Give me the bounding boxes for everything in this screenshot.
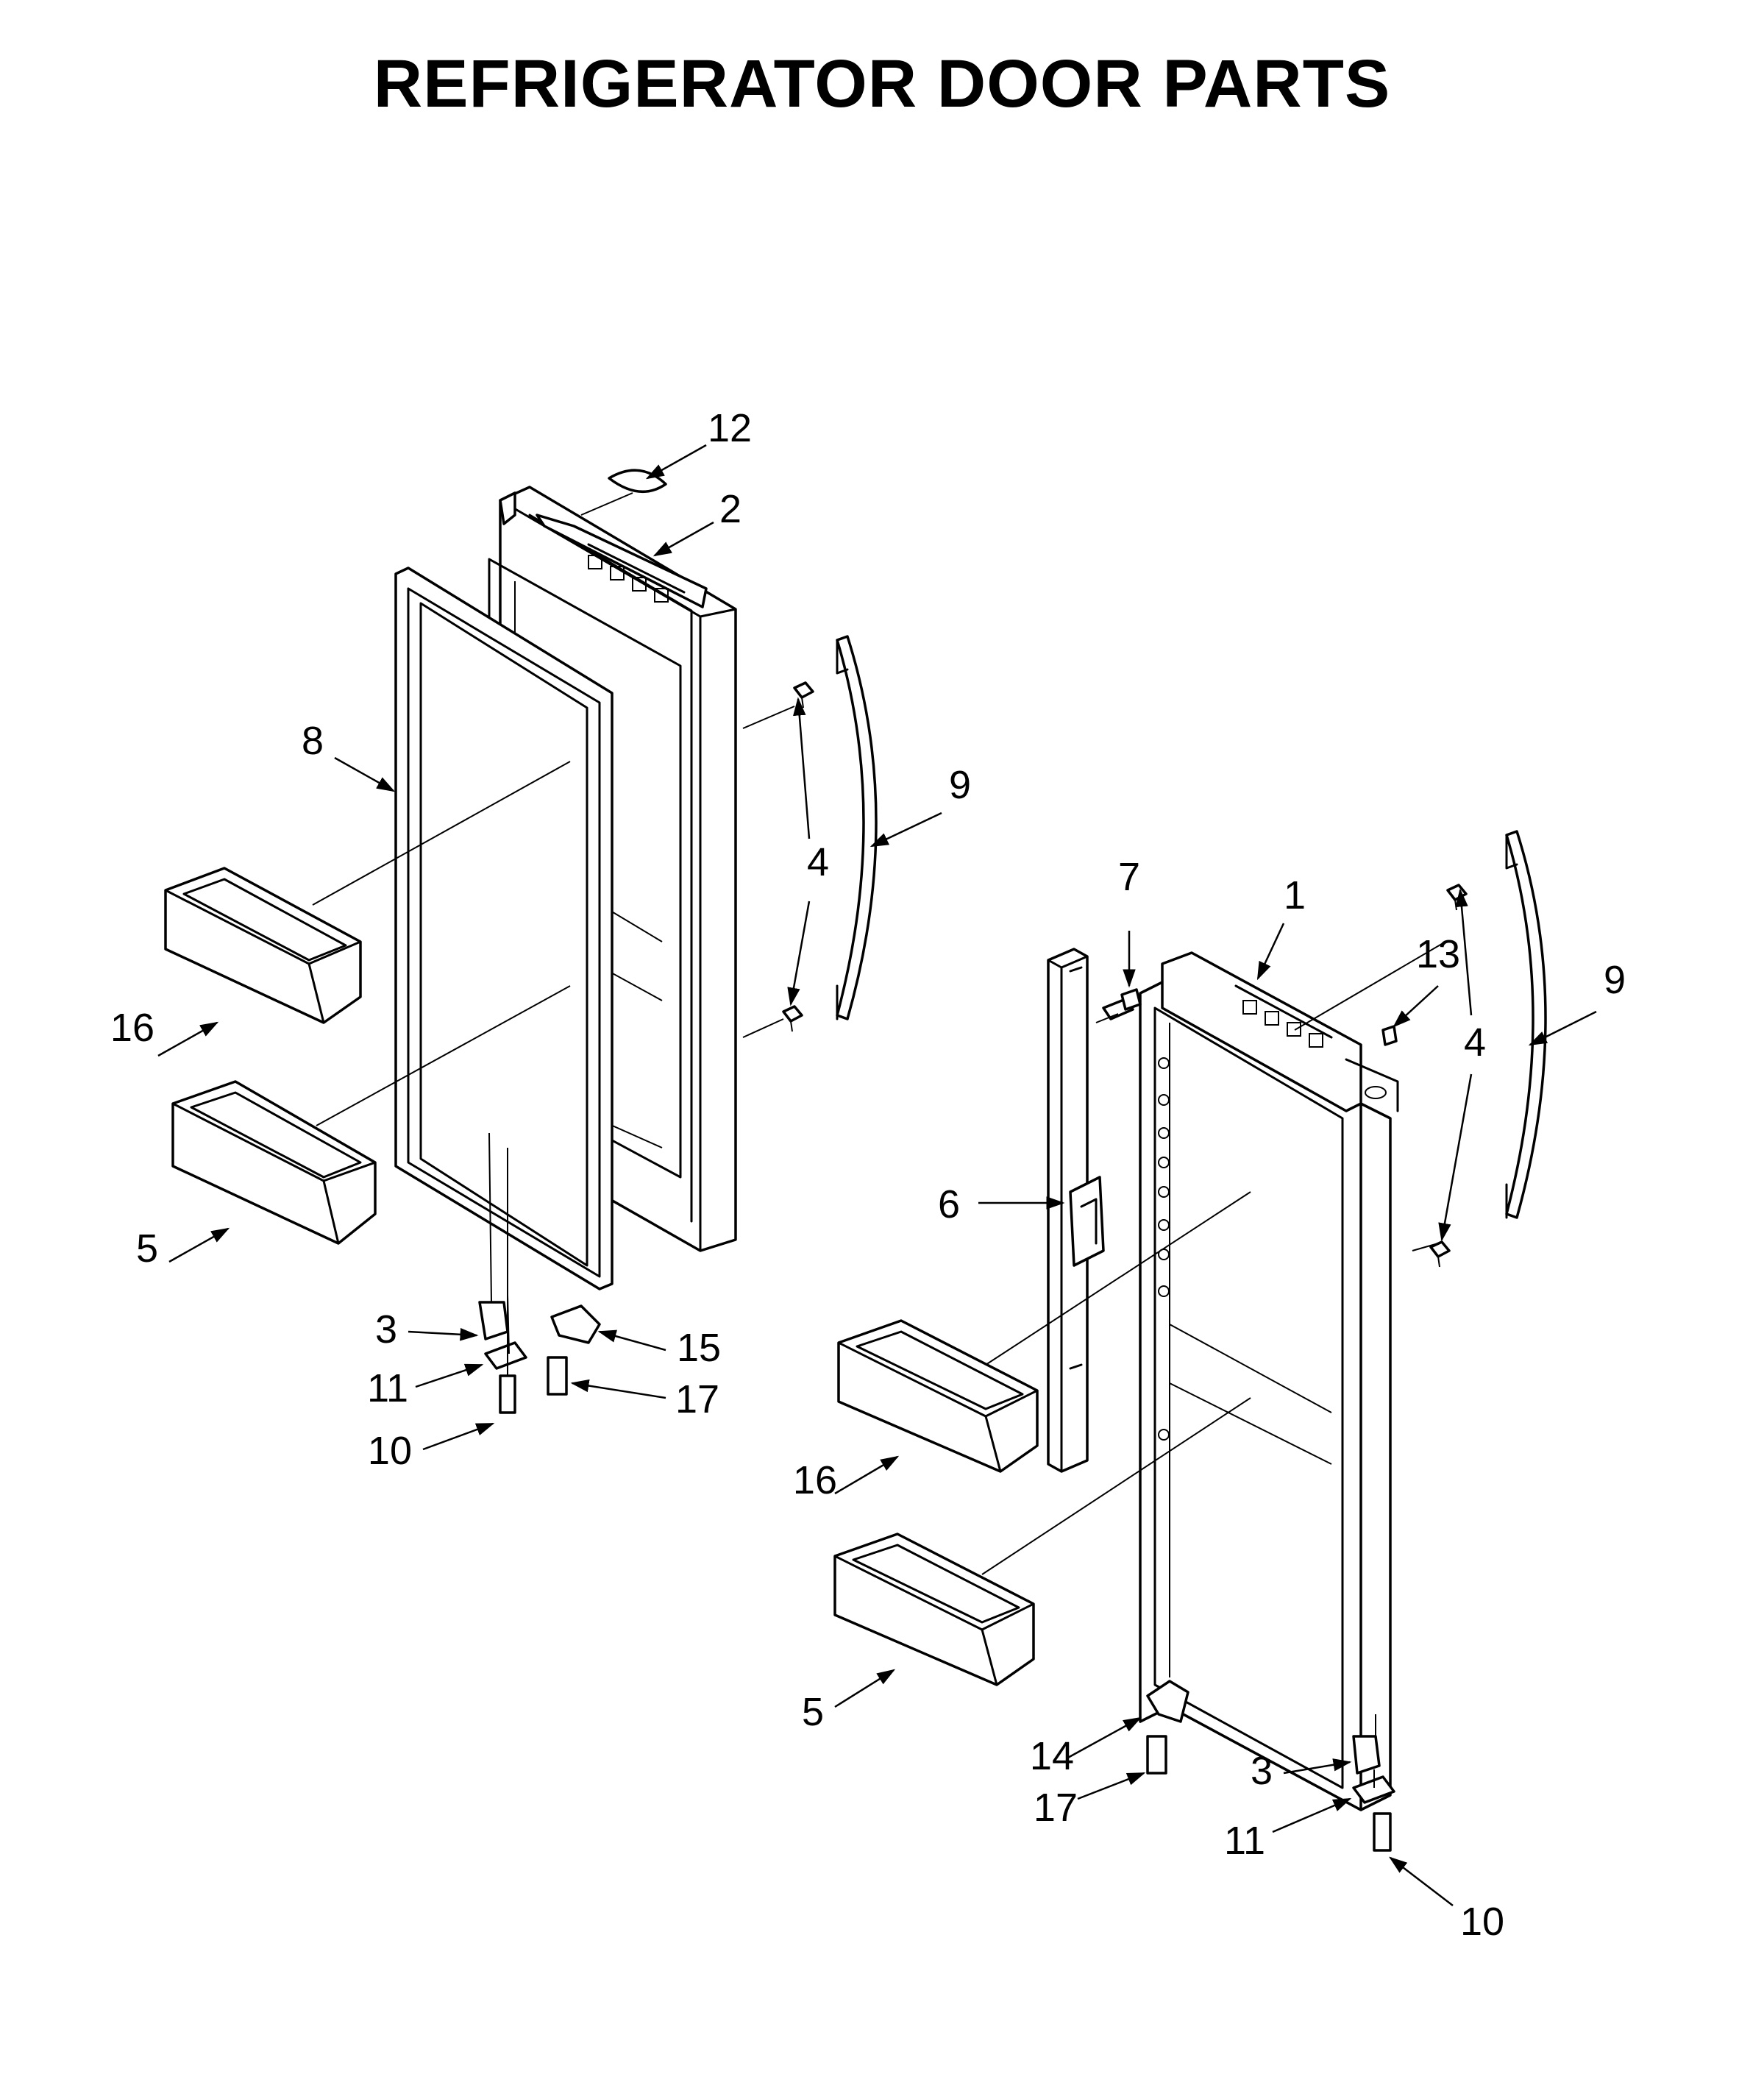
- callout-3-right-bushing: 3: [1251, 1749, 1273, 1793]
- callout-4-right-handle-studs: 4: [1464, 1020, 1486, 1065]
- left-handle-mounting-stud-upper: [793, 681, 814, 709]
- callout-10-left-hinge-screw: 10: [368, 1429, 412, 1473]
- left-door-closure-cam: [550, 1304, 601, 1344]
- leader-arrows: [157, 444, 1597, 1906]
- right-door-top-cap: [1161, 951, 1399, 1112]
- callout-15-door-cam: 15: [677, 1326, 721, 1370]
- right-top-hinge-screw: [1381, 1025, 1398, 1046]
- right-door-flipper-mullion: [1047, 948, 1089, 1473]
- left-handle-mounting-stud-lower: [782, 1005, 803, 1032]
- right-mullion-hinge-bracket: [1069, 1176, 1105, 1267]
- left-cam-screw: [547, 1356, 568, 1396]
- left-hinge-screw: [499, 1374, 516, 1414]
- callout-6-flipper-mullion: 6: [938, 1182, 960, 1226]
- callout-9-right-handle: 9: [1604, 958, 1626, 1002]
- right-ghost-lines: [981, 941, 1446, 1788]
- right-mullion-screw: [1102, 988, 1142, 1020]
- right-door-liner: [1139, 970, 1392, 1811]
- right-upper-door-bin: [837, 1319, 1039, 1473]
- right-bottom-hinge-bushing: [1352, 1735, 1381, 1775]
- right-liner-shelf-bosses: [1158, 1057, 1170, 1441]
- left-door-handle: [836, 635, 878, 1020]
- callout-7-mullion-screw: 7: [1118, 855, 1140, 899]
- callout-13-top-hinge-screw: 13: [1416, 932, 1460, 976]
- callout-labels: 12 2 8 9 4 16 5 3 15 11 17 10 7 1 13 9 4…: [110, 406, 1626, 1944]
- left-upper-door-bin: [164, 867, 362, 1024]
- right-door-handle: [1505, 830, 1547, 1219]
- callout-8-door-gasket: 8: [302, 719, 324, 763]
- callout-4-left-handle-studs: 4: [807, 840, 829, 884]
- right-lower-door-bin: [833, 1533, 1035, 1686]
- left-ghost-lines: [312, 492, 795, 1376]
- callout-16-right-upper-bin: 16: [793, 1458, 837, 1502]
- callout-14-right-door-cam: 14: [1030, 1734, 1074, 1778]
- left-lower-door-bin: [171, 1080, 377, 1245]
- callout-5-right-lower-bin: 5: [802, 1690, 824, 1734]
- right-hinge-screw: [1373, 1812, 1392, 1852]
- right-handle-mounting-stud-upper: [1446, 884, 1468, 911]
- left-door-top-cap: [499, 491, 708, 608]
- callout-16-left-upper-bin: 16: [110, 1006, 154, 1050]
- callout-9-left-handle: 9: [949, 763, 971, 807]
- callout-5-left-lower-bin: 5: [136, 1226, 158, 1271]
- callout-1-right-door: 1: [1284, 873, 1306, 917]
- diagram-title: REFRIGERATOR DOOR PARTS: [373, 46, 1391, 121]
- callout-3-left-bushing: 3: [375, 1307, 397, 1352]
- callout-12-top-hinge-gasket: 12: [708, 406, 752, 450]
- right-door-closure-cam: [1146, 1680, 1189, 1723]
- callout-17-left-cam-screw: 17: [675, 1377, 719, 1421]
- right-handle-mounting-stud-lower: [1429, 1240, 1451, 1268]
- right-hinge-shim: [1352, 1775, 1395, 1804]
- left-door-gasket: [394, 567, 614, 1290]
- callout-2-left-door: 2: [719, 487, 741, 531]
- left-hinge-shim: [484, 1341, 527, 1370]
- callout-11-left-shim: 11: [367, 1366, 408, 1410]
- right-cam-screw: [1146, 1735, 1167, 1775]
- callout-17-right-cam-screw: 17: [1034, 1786, 1078, 1830]
- left-bottom-hinge-bushing: [478, 1301, 509, 1340]
- callout-11-right-shim: 11: [1224, 1819, 1265, 1863]
- callout-10-right-hinge-screw: 10: [1460, 1900, 1504, 1944]
